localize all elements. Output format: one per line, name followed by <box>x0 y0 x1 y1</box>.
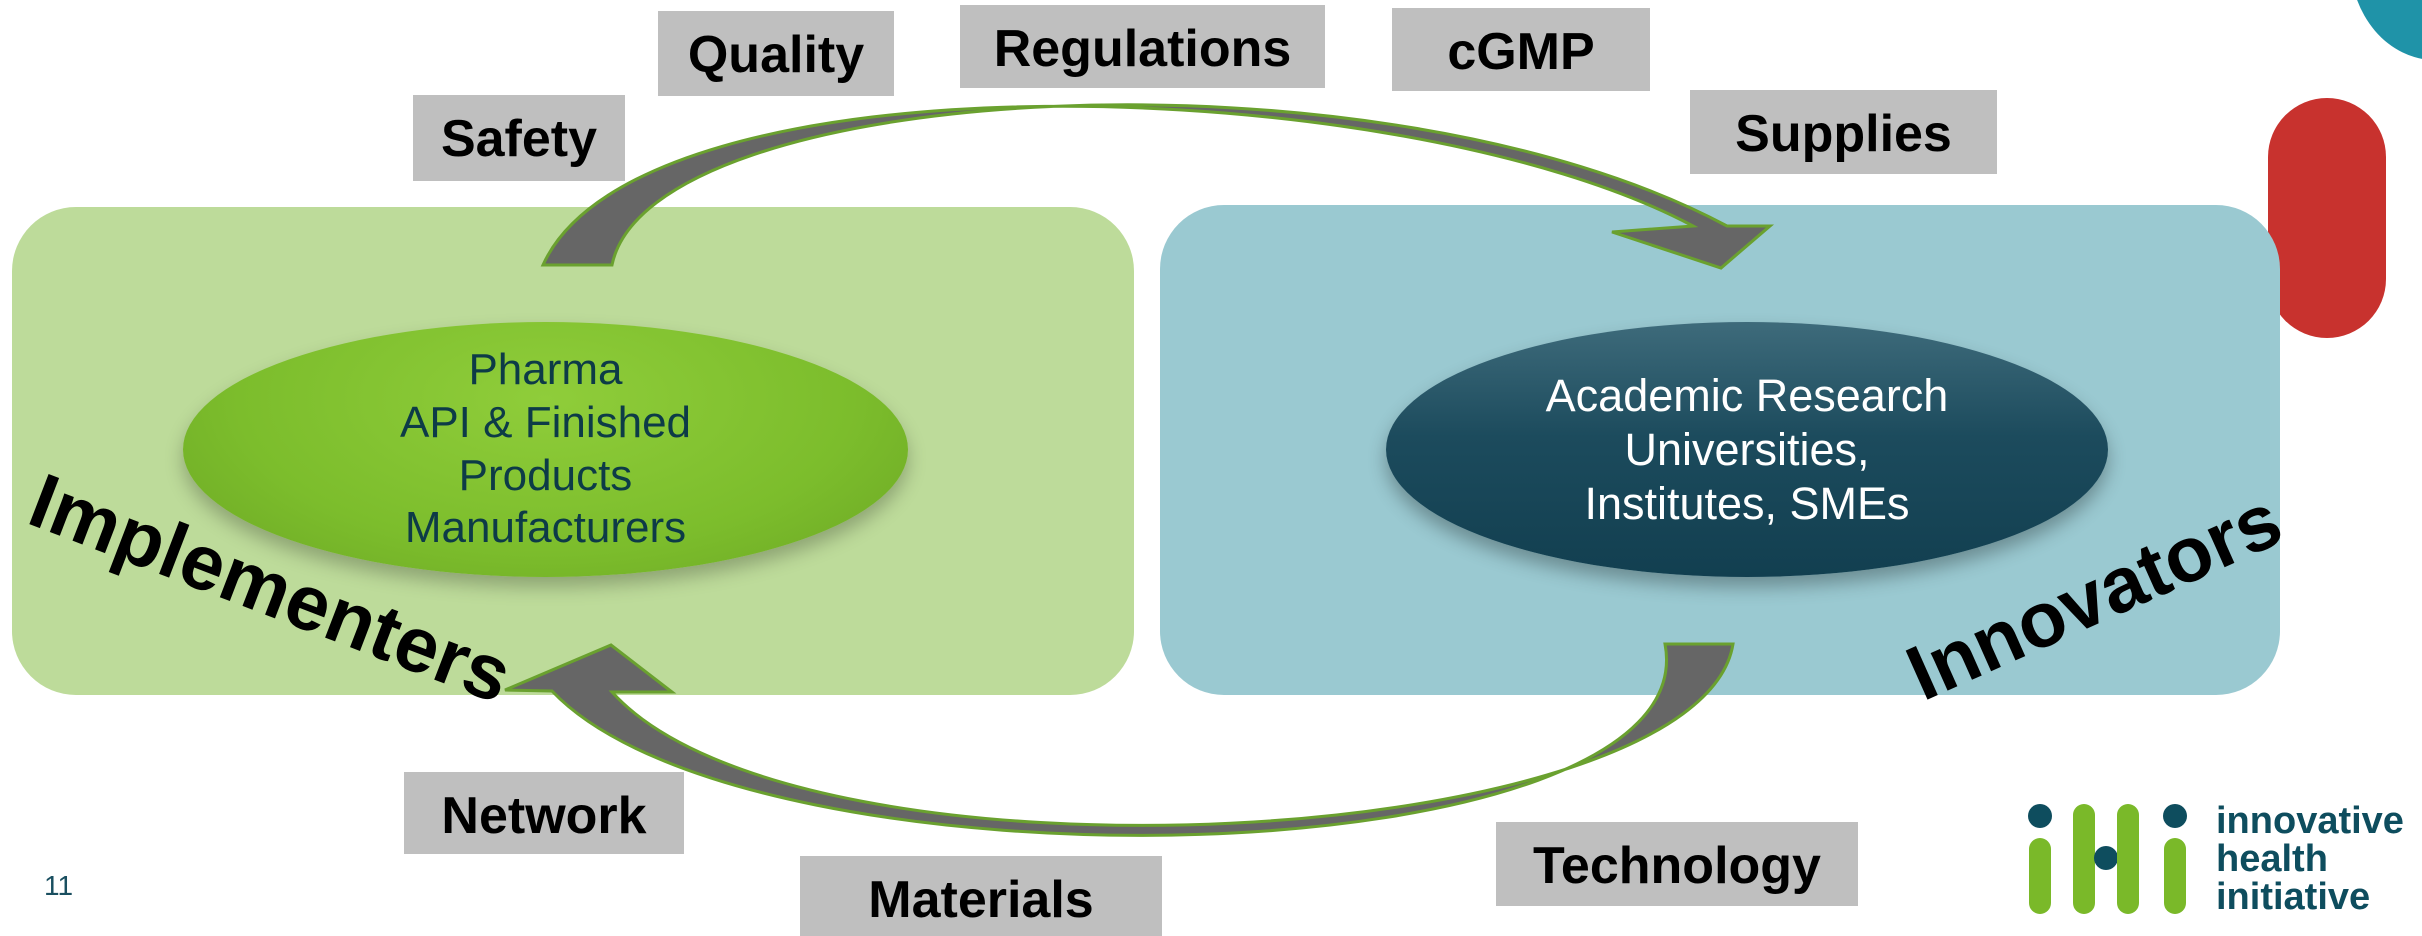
research-line-2: Universities, <box>1624 423 1870 475</box>
pharma-ellipse: Pharma API & Finished Products Manufactu… <box>183 322 908 577</box>
pharma-line-1: Pharma <box>468 344 623 394</box>
slide-number: 11 <box>44 870 74 901</box>
network-label: Network <box>404 772 684 854</box>
quality-label: Quality <box>658 11 894 96</box>
research-ellipse: Academic Research Universities, Institut… <box>1386 322 2108 577</box>
red-pill-shape <box>2268 98 2386 338</box>
materials-label: Materials <box>800 856 1162 936</box>
logo-text: innovative health initiative <box>2216 802 2404 916</box>
regulations-label: Regulations <box>960 5 1325 88</box>
logo-line-2: health <box>2216 838 2328 880</box>
research-line-1: Academic Research <box>1545 369 1949 421</box>
pharma-line-2: API & Finished <box>399 397 692 447</box>
research-line-3: Institutes, SMEs <box>1584 477 1910 529</box>
logo-line-1: innovative <box>2216 800 2404 842</box>
ihi-logo: innovative health initiative <box>2020 800 2420 920</box>
ihi-logo-mark <box>2028 804 2187 914</box>
supplies-label: Supplies <box>1690 90 1997 174</box>
cgmp-label: cGMP <box>1392 8 1650 91</box>
top-curved-arrow <box>540 103 1775 270</box>
technology-label: Technology <box>1496 822 1858 906</box>
logo-line-3: initiative <box>2216 876 2371 918</box>
safety-label: Safety <box>413 95 625 181</box>
pharma-line-3: Products <box>458 450 633 500</box>
pharma-line-4: Manufacturers <box>404 503 687 553</box>
bottom-curved-arrow <box>504 642 1735 837</box>
